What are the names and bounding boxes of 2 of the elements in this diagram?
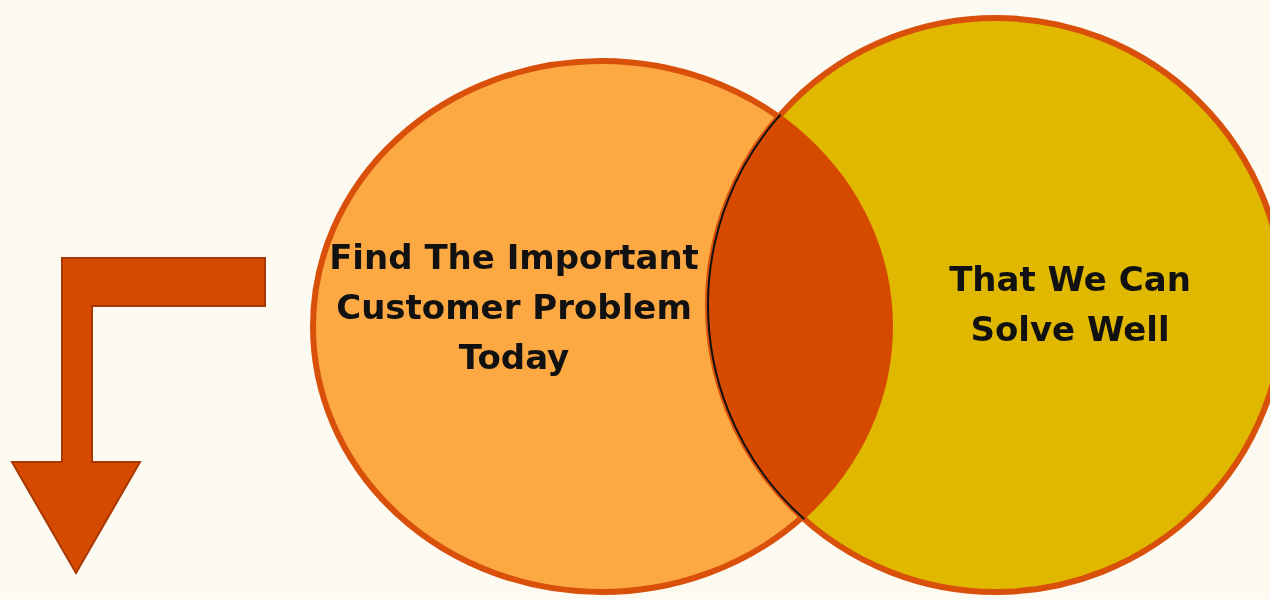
circle-label: That We Can Solve Well <box>948 258 1192 351</box>
circle-label: Find The Important Customer Problem Today <box>328 236 700 379</box>
